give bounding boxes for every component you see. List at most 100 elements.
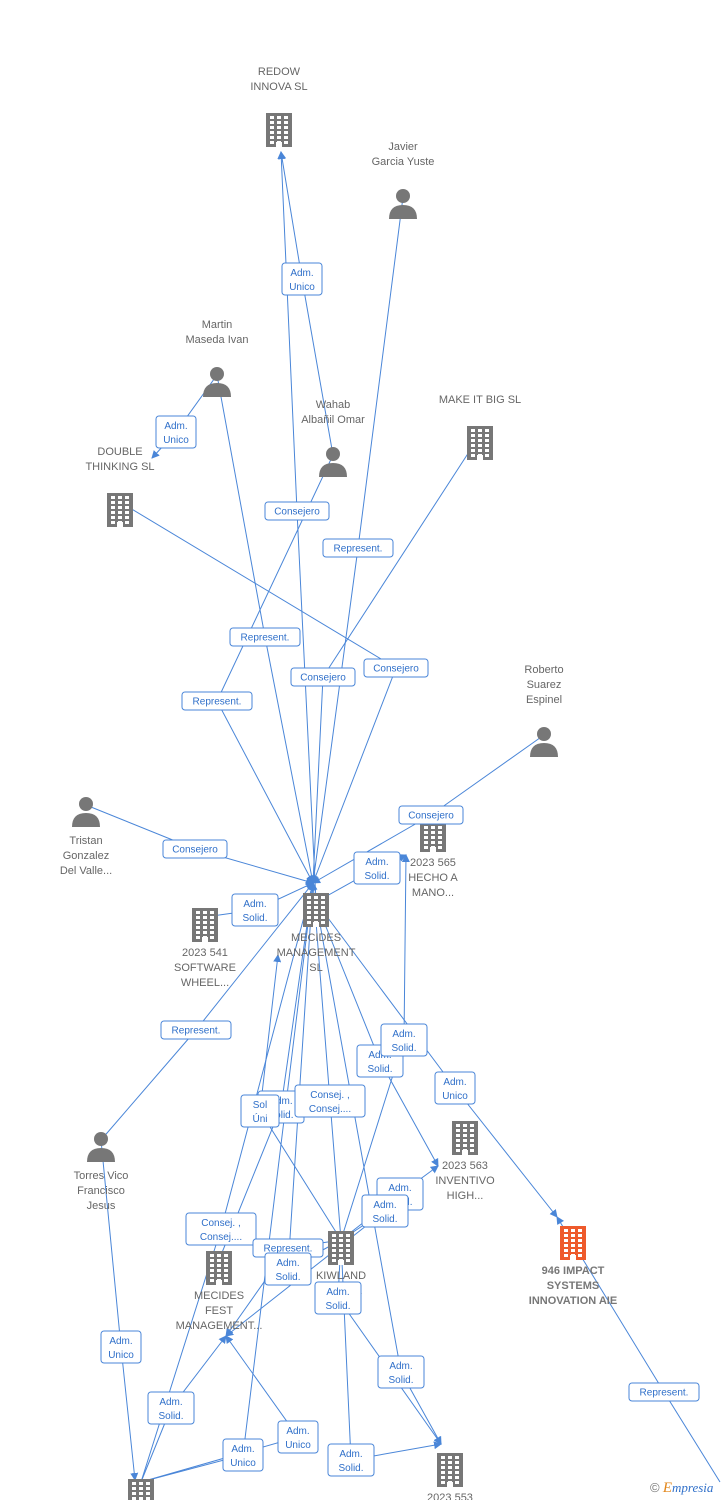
node-label: Tristan	[69, 835, 102, 847]
relation-label: Adm.	[392, 1029, 415, 1040]
relation-tag[interactable]: Adm.Solid.	[147, 1391, 195, 1425]
node-fest[interactable]: MECIDESFESTMANAGEMENT...	[176, 1251, 263, 1332]
node-makeit[interactable]: MAKE IT BIG SL	[439, 394, 521, 460]
relation-label: Unico	[289, 282, 315, 293]
relation-tag[interactable]: Adm.Solid.	[264, 1252, 312, 1286]
relation-label: Adm.	[159, 1397, 182, 1408]
relation-label: Solid.	[325, 1301, 350, 1312]
node-label: Garcia Yuste	[372, 156, 435, 168]
relation-tag[interactable]: Consejero	[290, 667, 356, 687]
node-label: KIWLAND	[316, 1270, 366, 1282]
building-icon	[107, 493, 133, 527]
relation-tag[interactable]: Represent.	[628, 1382, 700, 1402]
relation-label: Consej....	[200, 1232, 242, 1243]
node-label: Francisco	[77, 1185, 125, 1197]
node-label: MANO...	[412, 887, 454, 899]
relation-tag[interactable]: Consej. , Consej....	[294, 1084, 366, 1118]
relation-label: Adm.	[276, 1258, 299, 1269]
node-bottomleft[interactable]	[128, 1479, 154, 1500]
relation-tag[interactable]: Represent.	[160, 1020, 232, 1040]
relation-label: Solid.	[391, 1043, 416, 1054]
building-icon	[437, 1453, 463, 1487]
relation-line	[119, 501, 397, 884]
node-label: MECIDES	[194, 1290, 244, 1302]
relation-tag[interactable]: Adm.Unico	[100, 1330, 142, 1364]
relation-label: Adm.	[326, 1287, 349, 1298]
relation-label: Consejero	[408, 811, 454, 822]
relation-tag[interactable]: Adm.Solid.	[327, 1443, 375, 1477]
relation-tags: Adm.UnicoAdm.UnicoConsejeroRepresent.Rep…	[100, 262, 700, 1477]
node-label: Maseda Ivan	[186, 334, 249, 346]
node-label: Wahab	[316, 399, 350, 411]
node-label: Gonzalez	[63, 850, 109, 862]
node-c541[interactable]: 2023 541SOFTWAREWHEEL...	[174, 908, 236, 989]
node-label: INNOVA SL	[250, 81, 307, 93]
relation-label: Adm.	[290, 268, 313, 279]
node-label: MECIDES	[291, 932, 341, 944]
relation-tag[interactable]: Consejero	[264, 501, 330, 521]
node-label: DOUBLE	[97, 446, 142, 458]
building-icon	[266, 113, 292, 147]
relation-tag[interactable]: Adm.Solid.	[377, 1355, 425, 1389]
relation-label: Adm.	[368, 1050, 391, 1061]
relation-tag[interactable]: Adm. Unico	[155, 415, 197, 449]
relation-label: Consej. ,	[310, 1090, 349, 1101]
relation-tag[interactable]: Adm.Solid.	[231, 893, 279, 927]
node-label: INNOVATION AIE	[529, 1295, 617, 1307]
relation-label: Represent.	[193, 697, 242, 708]
person-icon	[389, 189, 417, 219]
relation-tag[interactable]: Represent.	[181, 691, 253, 711]
relation-tag[interactable]: Adm. Unico	[281, 262, 323, 296]
relation-label: Adm.	[388, 1183, 411, 1194]
relation-tag[interactable]: Adm.Solid.	[361, 1194, 409, 1228]
relation-label: Adm.	[164, 421, 187, 432]
node-c563[interactable]: 2023 563INVENTIVOHIGH...	[435, 1121, 495, 1202]
relation-tag[interactable]: Adm. Solid.	[380, 1023, 428, 1057]
node-label: HECHO A	[408, 872, 458, 884]
relation-tag[interactable]: Consej. , Consej....	[185, 1212, 257, 1246]
node-label: FEST	[205, 1305, 233, 1317]
person-icon	[87, 1132, 115, 1162]
node-label: MANAGEMENT	[277, 947, 356, 959]
relation-label: Adm.	[389, 1361, 412, 1372]
relation-tag[interactable]: Adm. Solid.	[353, 851, 401, 885]
relation-label: Consejero	[300, 673, 346, 684]
node-c553[interactable]: 2023 553	[427, 1453, 473, 1500]
relation-tag[interactable]: Consejero	[363, 658, 429, 678]
node-label: 2023 565	[410, 857, 456, 869]
relation-label: Consej....	[309, 1104, 351, 1115]
relation-label: Unico	[163, 435, 189, 446]
relation-tag[interactable]: Adm.Unico	[434, 1071, 476, 1105]
building-icon	[467, 426, 493, 460]
relation-tag[interactable]: Consejero	[398, 805, 464, 825]
node-redow[interactable]: REDOW INNOVA SL	[250, 66, 308, 147]
node-label: Albañil Omar	[301, 414, 365, 426]
relation-tag[interactable]: Represent.	[322, 538, 394, 558]
relation-tag[interactable]: Represent.	[229, 627, 301, 647]
relation-label: Consej. ,	[201, 1218, 240, 1229]
relation-label: Unico	[230, 1458, 256, 1469]
relation-label: Unico	[285, 1440, 311, 1451]
node-label: REDOW	[258, 66, 301, 78]
node-label: SOFTWARE	[174, 962, 236, 974]
node-label: HIGH...	[447, 1190, 484, 1202]
relation-tag[interactable]: Adm. Solid.	[314, 1281, 362, 1315]
relation-label: Solid.	[364, 871, 389, 882]
relation-label: Adm.	[365, 857, 388, 868]
node-label: MAKE IT BIG SL	[439, 394, 521, 406]
relation-tag[interactable]: Adm.Unico	[222, 1438, 264, 1472]
relation-tag[interactable]: Consejero	[162, 839, 228, 859]
relation-tag[interactable]: Adm.Unico	[277, 1420, 319, 1454]
person-icon	[72, 797, 100, 827]
